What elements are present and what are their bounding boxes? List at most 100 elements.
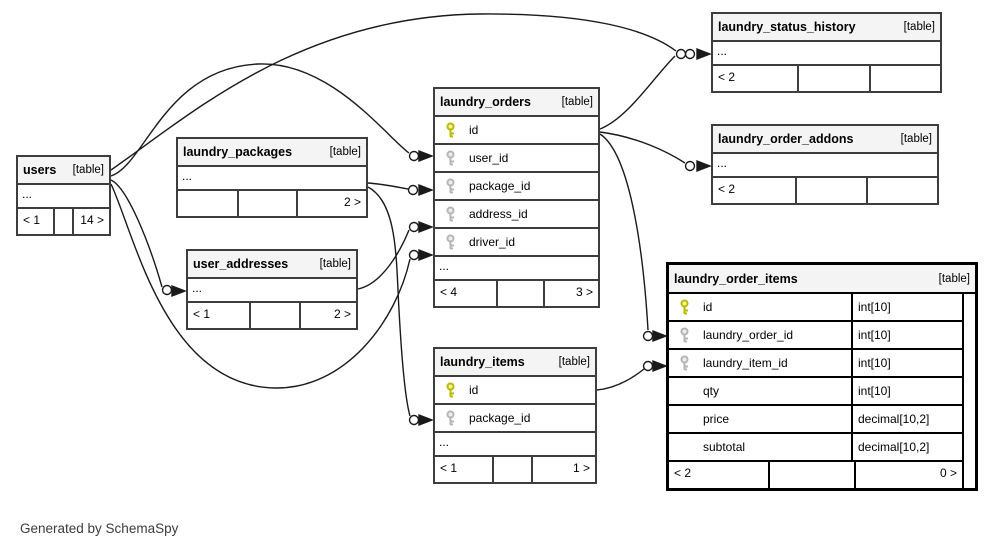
table-laundry-status-history-footer: < 2 bbox=[713, 66, 940, 91]
column-name: address_id bbox=[469, 207, 528, 221]
column-type: int[10] bbox=[851, 322, 962, 348]
ellipsis-row: ... bbox=[188, 279, 356, 303]
table-users-footer: < 1 14 > bbox=[18, 209, 109, 234]
table-laundry-status-history-header[interactable]: laundry_status_history [table] bbox=[713, 14, 940, 42]
fk-endpoint-laundry-orders-address-id bbox=[408, 220, 434, 234]
primary-key-icon bbox=[442, 122, 458, 139]
column-name: subtotal bbox=[703, 440, 746, 454]
table-name: laundry_status_history bbox=[718, 20, 856, 34]
foreign-key-icon bbox=[676, 327, 692, 344]
edge-laundry-items-to-laundry-order-items-item-id bbox=[596, 368, 645, 391]
table-laundry-packages-footer: 2 > bbox=[178, 191, 366, 216]
parents-count: < 2 bbox=[674, 466, 692, 480]
table-user-addresses-header[interactable]: user_addresses [table] bbox=[188, 251, 356, 279]
column-row-laundry-order-id[interactable]: laundry_order_id int[10] bbox=[669, 322, 962, 350]
edge-laundry-orders-to-laundry-order-addons bbox=[599, 131, 686, 164]
primary-key-icon bbox=[442, 382, 458, 399]
table-tag: [table] bbox=[938, 272, 970, 285]
column-row-id[interactable]: id bbox=[435, 117, 598, 145]
column-row-address-id[interactable]: address_id bbox=[435, 201, 598, 229]
foreign-key-icon bbox=[442, 410, 458, 427]
column-row-package-id[interactable]: package_id bbox=[435, 173, 598, 201]
primary-key-icon bbox=[676, 299, 692, 316]
table-users-header[interactable]: users [table] bbox=[18, 157, 109, 185]
fk-endpoint-user-addresses bbox=[161, 284, 187, 298]
parents-count: < 2 bbox=[718, 70, 736, 84]
column-name: laundry_order_id bbox=[703, 328, 794, 342]
column-name: price bbox=[703, 412, 730, 426]
footer-spacer bbox=[496, 281, 543, 306]
table-laundry-status-history[interactable]: laundry_status_history [table] ... < 2 bbox=[711, 12, 942, 93]
foreign-key-icon bbox=[442, 234, 458, 251]
table-name: laundry_orders bbox=[440, 95, 532, 109]
table-tag: [table] bbox=[900, 133, 932, 145]
edge-laundry-packages-to-laundry-orders-package-id bbox=[367, 182, 409, 190]
column-row-user-id[interactable]: user_id bbox=[435, 145, 598, 173]
edge-laundry-orders-to-laundry-order-items-order-id bbox=[599, 133, 649, 331]
table-laundry-order-addons[interactable]: laundry_order_addons [table] ... < 2 bbox=[711, 124, 939, 205]
column-name: user_id bbox=[469, 151, 509, 165]
foreign-key-icon bbox=[442, 178, 458, 195]
ellipsis-row: ... bbox=[18, 185, 109, 209]
column-row-price[interactable]: price decimal[10,2] bbox=[669, 406, 962, 434]
table-laundry-order-items[interactable]: laundry_order_items [table] id int[10] bbox=[666, 262, 978, 491]
children-count: 14 > bbox=[72, 209, 109, 234]
table-laundry-packages[interactable]: laundry_packages [table] ... 2 > bbox=[176, 137, 368, 218]
table-laundry-orders-header[interactable]: laundry_orders [table] bbox=[435, 89, 598, 117]
children-count: 0 > bbox=[854, 462, 962, 488]
parents-count: < 1 bbox=[23, 213, 41, 227]
parents-count: < 1 bbox=[193, 307, 211, 321]
footer-spacer bbox=[768, 462, 854, 488]
footer-spacer bbox=[53, 209, 72, 234]
footer-spacer bbox=[795, 178, 866, 203]
table-laundry-orders[interactable]: laundry_orders [table] id user_id packag… bbox=[433, 87, 600, 308]
table-tag: [table] bbox=[72, 164, 104, 176]
table-laundry-items-footer: < 1 1 > bbox=[435, 457, 595, 482]
column-name: id bbox=[469, 383, 479, 397]
table-tag: [table] bbox=[329, 146, 361, 158]
foreign-key-icon bbox=[676, 355, 692, 372]
table-laundry-order-addons-header[interactable]: laundry_order_addons [table] bbox=[713, 126, 937, 154]
children-count: 2 > bbox=[299, 303, 356, 328]
fk-endpoint-laundry-items-package-id bbox=[408, 413, 434, 427]
table-tag: [table] bbox=[561, 96, 593, 108]
children-count: 3 > bbox=[543, 281, 598, 306]
children-count bbox=[869, 66, 940, 91]
ellipsis-row: ... bbox=[713, 42, 940, 66]
table-laundry-order-items-header[interactable]: laundry_order_items [table] bbox=[669, 265, 975, 294]
table-name: laundry_packages bbox=[183, 145, 293, 159]
table-laundry-items-header[interactable]: laundry_items [table] bbox=[435, 349, 595, 377]
table-tag: [table] bbox=[319, 258, 351, 270]
column-row-id[interactable]: id int[10] bbox=[669, 294, 962, 322]
table-laundry-packages-header[interactable]: laundry_packages [table] bbox=[178, 139, 366, 167]
table-users[interactable]: users [table] ... < 1 14 > bbox=[16, 155, 111, 236]
column-row-subtotal[interactable]: subtotal decimal[10,2] bbox=[669, 434, 962, 462]
table-laundry-items[interactable]: laundry_items [table] id package_id ... … bbox=[433, 347, 597, 484]
fk-endpoint-laundry-orders-driver-id bbox=[408, 248, 434, 262]
fk-endpoint-laundry-orders-package-id bbox=[407, 183, 434, 197]
table-name: laundry_order_addons bbox=[718, 132, 854, 146]
ellipsis-row: ... bbox=[435, 257, 598, 281]
column-name: driver_id bbox=[469, 235, 516, 249]
column-type: decimal[10,2] bbox=[851, 434, 962, 460]
fk-endpoint-laundry-order-addons bbox=[684, 159, 712, 173]
edge-user-addresses-to-laundry-orders-address-id bbox=[357, 229, 410, 290]
column-row-qty[interactable]: qty int[10] bbox=[669, 378, 962, 406]
table-user-addresses[interactable]: user_addresses [table] ... < 1 2 > bbox=[186, 249, 358, 330]
fk-endpoint-laundry-status-history bbox=[675, 47, 712, 61]
column-row-package-id[interactable]: package_id bbox=[435, 405, 595, 433]
parents-count bbox=[178, 191, 237, 216]
fk-endpoint-laundry-orders-user-id bbox=[408, 149, 434, 163]
column-row-laundry-item-id[interactable]: laundry_item_id int[10] bbox=[669, 350, 962, 378]
fk-endpoint-laundry-order-items-item-id bbox=[642, 359, 668, 373]
column-type: int[10] bbox=[851, 378, 962, 404]
table-user-addresses-footer: < 1 2 > bbox=[188, 303, 356, 328]
column-row-id[interactable]: id bbox=[435, 377, 595, 405]
children-count bbox=[866, 178, 937, 203]
edge-laundry-packages-to-laundry-items-package-id bbox=[367, 186, 411, 417]
column-row-driver-id[interactable]: driver_id bbox=[435, 229, 598, 257]
table-laundry-order-items-footer: < 2 0 > bbox=[669, 462, 962, 488]
table-laundry-orders-footer: < 4 3 > bbox=[435, 281, 598, 306]
parents-count: < 1 bbox=[440, 461, 458, 475]
